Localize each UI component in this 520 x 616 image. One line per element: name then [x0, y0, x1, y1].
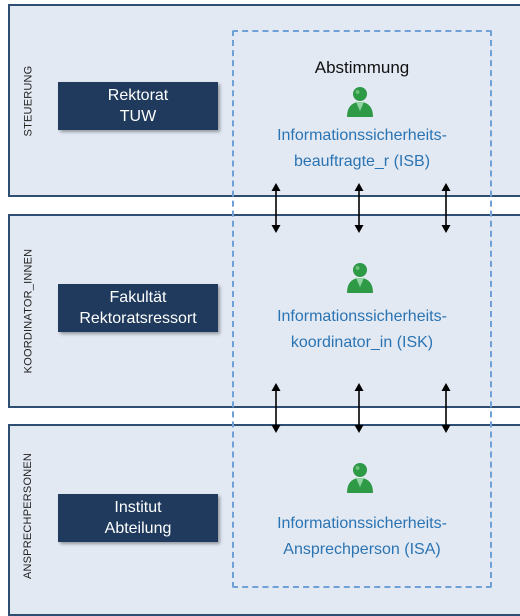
unit-box-rektorat: Rektorat TUW — [58, 82, 218, 130]
person-icon — [347, 87, 373, 117]
unit-line2: Rektoratsressort — [79, 310, 197, 327]
unit-line2: TUW — [119, 108, 157, 125]
unit-box-fakultaet: Fakultät Rektoratsressort — [58, 284, 218, 332]
role-line2: Ansprechperson (ISA) — [283, 541, 441, 558]
double-arrow-icon — [354, 183, 364, 233]
unit-line1: Rektorat — [107, 87, 169, 104]
double-arrow-icon — [441, 183, 451, 233]
double-arrow-icon — [271, 183, 281, 233]
role-line2: beauftragte_r (ISB) — [293, 153, 431, 170]
coordination-frame — [232, 30, 492, 588]
role-isb: Informationssicherheits- beauftragte_r (… — [232, 123, 492, 175]
person-icon — [347, 463, 373, 493]
double-arrow-icon — [354, 383, 364, 433]
double-arrow-icon — [271, 383, 281, 433]
role-line2: koordinator_in (ISK) — [290, 334, 434, 351]
unit-box-institut: Institut Abteilung — [58, 494, 218, 542]
level-label-koordinator-innen: KOORDINATOR_INNEN — [22, 248, 34, 374]
unit-line1: Institut — [114, 499, 162, 516]
role-line1: Informationssicherheits- — [277, 308, 447, 325]
person-icon — [347, 263, 373, 293]
double-arrow-icon — [441, 383, 451, 433]
role-line1: Informationssicherheits- — [277, 127, 447, 144]
role-isa: Informationssicherheits- Ansprechperson … — [232, 511, 492, 563]
unit-line1: Fakultät — [109, 289, 167, 306]
coordination-label: Abstimmung — [314, 58, 410, 77]
unit-line2: Abteilung — [104, 520, 172, 537]
role-line1: Informationssicherheits- — [277, 515, 447, 532]
role-isk: Informationssicherheits- koordinator_in … — [232, 304, 492, 356]
level-label-steuerung: STEUERUNG — [22, 65, 34, 136]
level-label-ansprechpersonen: ANSPRECHPERSONEN — [22, 452, 34, 579]
